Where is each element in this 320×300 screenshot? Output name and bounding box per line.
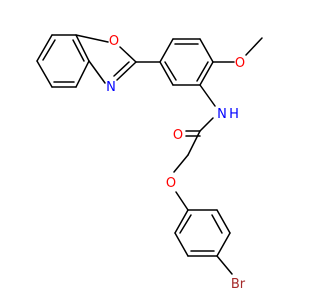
bond: [75, 60, 90, 88]
bond: [179, 214, 192, 234]
atom-labels: O N O N H O O Br: [106, 34, 246, 292]
atom-oxazole-nitrogen: N: [106, 80, 116, 95]
bond: [216, 232, 231, 257]
bond: [196, 61, 209, 82]
bond: [36, 34, 53, 62]
molecule-structure: O N O N H O O Br: [36, 34, 263, 292]
bond: [159, 38, 174, 63]
bond-lines: [36, 34, 263, 275]
bond: [199, 84, 216, 107]
bond: [75, 34, 109, 43]
bond: [113, 61, 130, 77]
bond: [173, 154, 189, 173]
bond: [75, 34, 90, 62]
bond: [174, 209, 189, 234]
bond: [187, 130, 201, 156]
bond: [199, 117, 214, 132]
bond: [216, 209, 231, 234]
atom-amide-nitrogen: N: [217, 107, 227, 122]
atom-amide-hydrogen: H: [229, 107, 239, 122]
atom-bromine: Br: [231, 277, 246, 292]
bond: [119, 46, 137, 63]
bond: [159, 61, 174, 86]
bond: [211, 214, 223, 234]
bond: [175, 191, 189, 211]
bond: [245, 37, 263, 56]
bond: [36, 60, 53, 88]
bond: [216, 255, 233, 275]
bond: [199, 38, 214, 63]
bond: [88, 60, 106, 84]
atom-methoxy-oxygen: O: [235, 56, 245, 71]
atom-oxazole-oxygen: O: [109, 34, 119, 49]
atom-carbonyl-oxygen: O: [173, 128, 183, 143]
bond: [164, 61, 177, 81]
bond: [42, 39, 56, 61]
bond: [174, 232, 189, 257]
bond: [72, 39, 85, 62]
atom-ether-oxygen: O: [166, 176, 176, 191]
bond: [199, 61, 214, 86]
bond: [116, 61, 137, 81]
